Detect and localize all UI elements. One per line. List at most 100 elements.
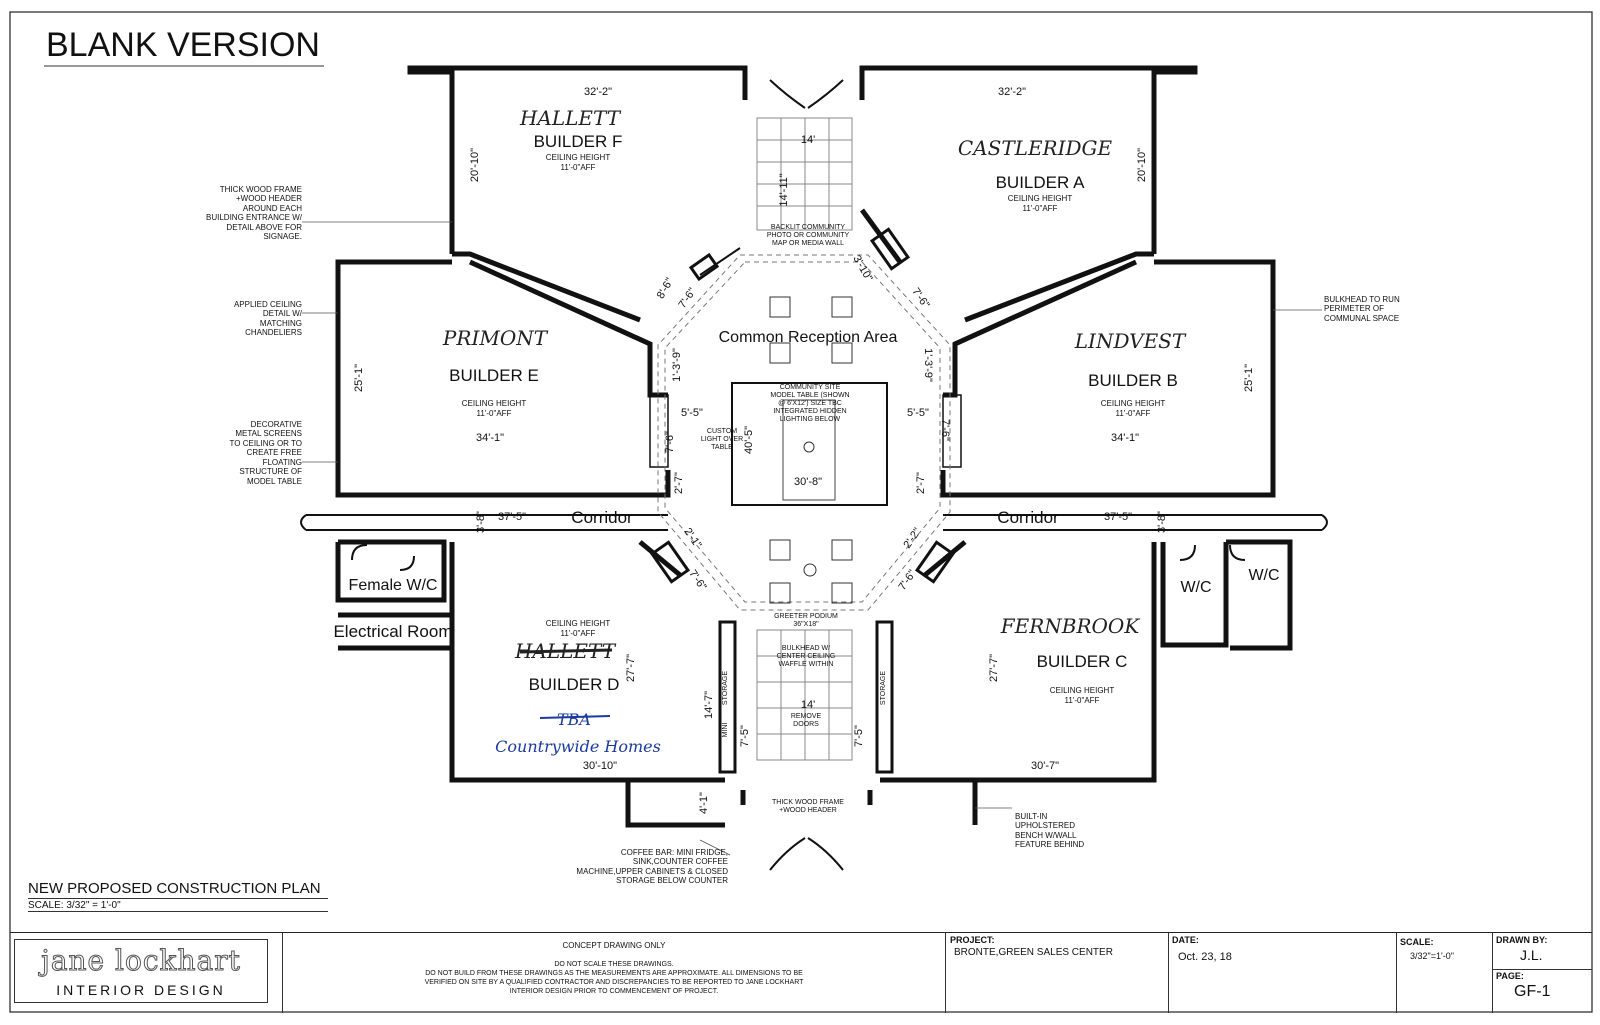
note-thick-frame-bottom: THICK WOOD FRAME +WOOD HEADER [772, 799, 844, 815]
dim-b-depth: 25'-1" [1243, 364, 1255, 392]
dim-e-depth: 25'-1" [353, 364, 365, 392]
builder-c-ceiling: CEILING HEIGHT [1050, 686, 1115, 695]
note-greeter: GREETER PODIUM 36"X18" [774, 613, 838, 629]
wc-1-label: W/C [1180, 579, 1211, 596]
page-value: GF-1 [1514, 983, 1551, 1000]
note-custom-light: CUSTOM LIGHT OVER TABLE [700, 428, 744, 452]
disclaimer-line: DO NOT SCALE THESE DRAWINGS. [554, 961, 674, 968]
dim-corridor-l: 37'-5" [498, 511, 526, 523]
model-table [782, 399, 836, 501]
storage-left-label: STORAGE [722, 671, 729, 705]
project-value: BRONTE,GREEN SALES CENTER [954, 947, 1113, 958]
logo-name: jane lockhart [41, 944, 241, 978]
scale-cell: SCALE: 3/32"=1'-0" [1396, 933, 1493, 1013]
note-applied-ceiling: APPLIED CEILING DETAIL W/ MATCHING CHAND… [233, 300, 302, 338]
chair-icon [769, 539, 791, 561]
door-arc [807, 837, 844, 871]
reception-label: Common Reception Area [719, 329, 898, 346]
room-builder-e [335, 259, 671, 498]
strike-line [519, 648, 613, 654]
wall [452, 251, 641, 323]
reception-outline [657, 254, 951, 611]
page-label: PAGE: [1496, 971, 1524, 981]
door-arc [769, 837, 806, 871]
wall [449, 542, 725, 783]
note-model-table-wrap: COMMUNITY SITE MODEL TABLE (SHOWN @ 6'X1… [770, 384, 849, 423]
dim-center-depth: 40'-5" [743, 426, 755, 454]
note-greeter-wrap: GREETER PODIUM 36"X18" [774, 613, 838, 629]
dim-1-3-9r: 1'-3'-9" [922, 348, 934, 382]
reception-area [657, 79, 951, 871]
note-built-in: BUILT-IN UPHOLSTERED BENCH W/WALL FEATUR… [1015, 812, 1085, 850]
dim-a-width: 32'-2" [998, 86, 1026, 98]
wall [638, 540, 682, 577]
logo-sub: INTERIOR DESIGN [56, 982, 226, 998]
note-thick-frame: THICK WOOD FRAME +WOOD HEADER AROUND EAC… [206, 185, 303, 242]
chair-icon [769, 342, 791, 364]
wall [1160, 542, 1229, 648]
date-label: DATE: [1172, 935, 1199, 945]
note-decorative-metal: DECORATIVE METAL SCREENS TO CEILING OR T… [229, 420, 302, 486]
drawn-value: J.L. [1520, 947, 1543, 963]
wall [407, 65, 748, 254]
dim-e-width: 34'-1" [476, 432, 504, 444]
entry-frame [869, 227, 911, 271]
dim-corridor-wr: 3'-8" [1156, 511, 1168, 533]
storage-right-label: STORAGE [880, 671, 887, 705]
dim-c-width: 30'-7" [1031, 760, 1059, 772]
note-thick-frame-bottom-wrap: THICK WOOD FRAME +WOOD HEADER [772, 799, 844, 815]
title-block: jane lockhart INTERIOR DESIGN CONCEPT DR… [10, 932, 1592, 1013]
scale-note: SCALE: 3/32" = 1'-0" [28, 900, 328, 912]
drawn-cell: DRAWN BY: J.L. [1492, 933, 1592, 970]
builder-d-handwritten-struck-2: TBA [557, 710, 591, 729]
dim-top-alcove: 14' [801, 134, 815, 146]
date-cell: DATE: Oct. 23, 18 [1168, 933, 1397, 1013]
chair-icon [831, 582, 853, 604]
dim-niche-l: 7'-6" [664, 431, 676, 453]
dim-7-5r: 7'-5" [853, 725, 865, 747]
dim-side-l: 5'-5" [681, 407, 703, 419]
entry-frame [914, 540, 956, 584]
wall [964, 251, 1154, 323]
entry-frame [688, 252, 720, 282]
room-builder-c [875, 540, 1157, 825]
builder-e-height: 11'-0"AFF [477, 409, 512, 418]
note-remove-doors: REMOVE DOORS [790, 713, 822, 729]
door-arc [769, 79, 806, 109]
dim-diag-3: 7'-6" [686, 568, 708, 593]
dim-top-alcove-depth: 14'-11" [778, 173, 790, 206]
dim-diag-1: 7'-6" [676, 286, 698, 311]
room-builder-a [859, 65, 1198, 323]
dim-7-5l: 7'-5" [739, 725, 751, 747]
dim-side-r: 5'-5" [907, 407, 929, 419]
dim-a-depth: 20'-10" [1136, 148, 1148, 182]
door-arc [399, 555, 415, 571]
dim-diag-4: 7'-6" [896, 568, 918, 593]
note-bulkhead-center-wrap: BULKHEAD W/ CENTER CEILING WAFFLE WITHIN [777, 645, 836, 668]
dim-b-width: 34'-1" [1111, 432, 1139, 444]
note-backlit: BACKLIT COMMUNITY PHOTO OR COMMUNITY MAP… [766, 224, 850, 248]
page-cell: PAGE: GF-1 [1492, 969, 1592, 1013]
builder-b-name: BUILDER B [1088, 371, 1178, 390]
builder-f-ceiling: CEILING HEIGHT [546, 153, 611, 162]
corridor-left-label: Corridor [571, 508, 633, 527]
note-coffee-bar: COFFEE BAR: MINI FRIDGE, SINK,COUNTER CO… [576, 848, 728, 886]
builder-d-ceiling: CEILING HEIGHT [546, 619, 611, 628]
storage-left [718, 620, 737, 774]
builder-a-name: BUILDER A [996, 173, 1085, 192]
dim-f-depth: 20'-10" [469, 148, 481, 182]
door-arc [351, 544, 368, 561]
dim-d-depth: 27'-7" [625, 654, 637, 682]
disclaimer-block: DO NOT SCALE THESE DRAWINGS. DO NOT BUIL… [283, 960, 945, 996]
dim-14-7: 14'-7" [703, 691, 715, 719]
dim-diag-2: 7'-6" [909, 286, 931, 311]
note-bulkhead-perimeter: BULKHEAD TO RUN PERIMETER OF COMMUNAL SP… [1324, 295, 1400, 323]
builder-e-handwritten: PRIMONT [442, 326, 549, 350]
wall [1226, 539, 1293, 651]
room-builder-f [407, 65, 748, 323]
door-arc [1321, 514, 1328, 531]
dim-c-depth: 27'-7" [988, 654, 1000, 682]
door-arc [300, 514, 307, 531]
builder-f-handwritten: HALLETT [519, 106, 622, 130]
